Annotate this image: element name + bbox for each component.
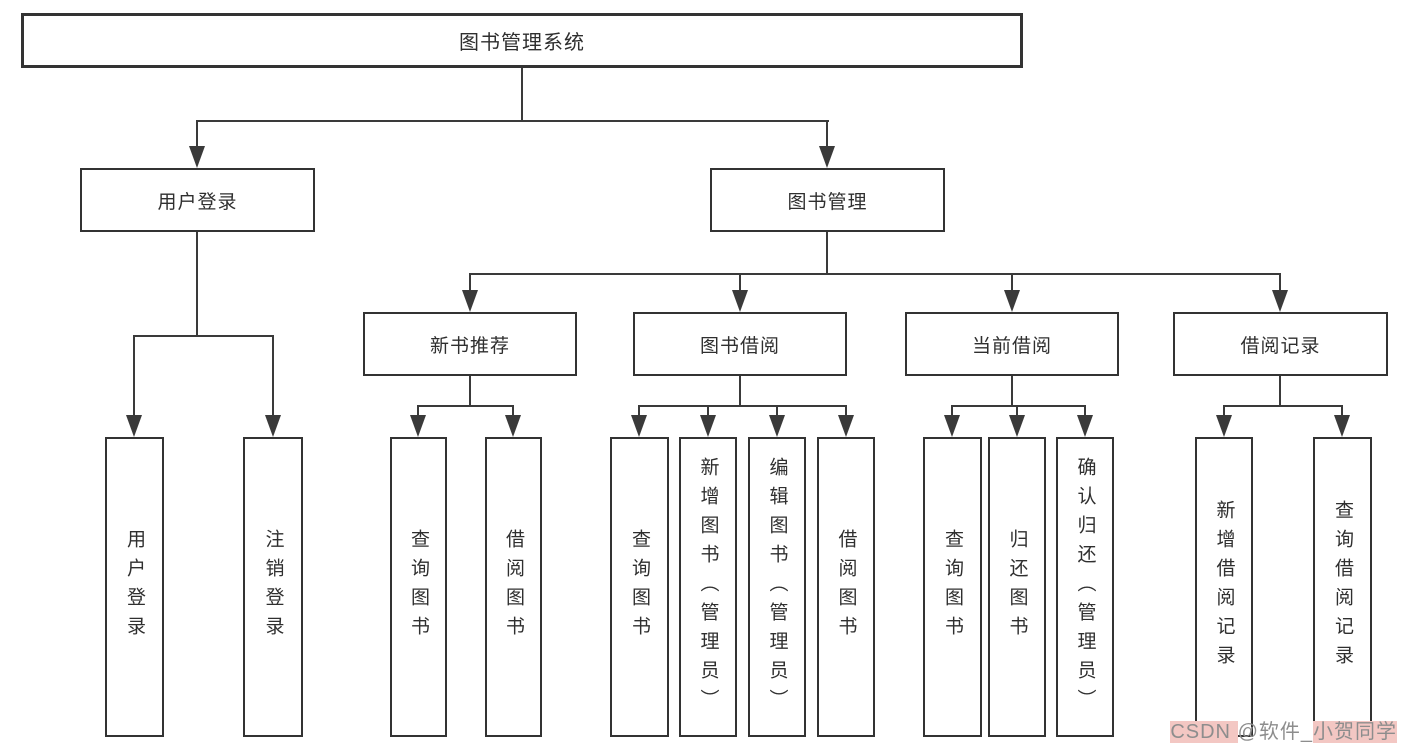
leaf-query-borrow-record-label: 查询借阅记录 <box>1332 500 1353 674</box>
connector <box>1011 376 1013 407</box>
connector <box>826 120 828 148</box>
arrow-down-icon <box>631 415 647 437</box>
connector <box>707 405 709 418</box>
arrow-down-icon <box>732 290 748 312</box>
connector <box>196 120 198 148</box>
leaf-confirm-return-admin-label: 确认归还（管理员） <box>1074 456 1096 718</box>
node-user-login-label: 用户登录 <box>157 191 238 213</box>
leaf-edit-books-admin-label: 编辑图书（管理员） <box>766 456 788 718</box>
connector <box>638 405 640 418</box>
arrow-down-icon <box>265 415 281 437</box>
leaf-query-books-borrowing-label: 查询图书 <box>629 529 650 645</box>
node-book-borrowing: 图书借阅 <box>633 312 847 376</box>
arrow-down-icon <box>189 146 205 168</box>
connector <box>776 405 778 418</box>
arrow-down-icon <box>1334 415 1350 437</box>
connector <box>469 376 471 407</box>
leaf-query-books-current: 查询图书 <box>923 437 982 737</box>
node-book-management-label: 图书管理 <box>787 191 868 213</box>
leaf-add-borrow-record-label: 新增借阅记录 <box>1213 500 1235 674</box>
connector <box>469 273 1281 275</box>
watermark-csdn: CSDN <box>1170 721 1238 743</box>
connector <box>1011 273 1013 292</box>
leaf-query-books-recommend-label: 查询图书 <box>408 529 429 645</box>
node-library-system: 图书管理系统 <box>21 13 1023 68</box>
connector <box>1223 405 1343 407</box>
connector <box>196 120 829 122</box>
node-book-borrowing-label: 图书借阅 <box>699 335 780 357</box>
leaf-query-books-current-label: 查询图书 <box>942 529 963 645</box>
connector <box>739 273 741 292</box>
node-borrowing-records-label: 借阅记录 <box>1240 335 1321 357</box>
connector <box>1279 273 1281 292</box>
arrow-down-icon <box>505 415 521 437</box>
connector <box>272 335 274 417</box>
leaf-return-books-label: 归还图书 <box>1006 529 1028 645</box>
arrow-down-icon <box>126 415 142 437</box>
node-library-system-label: 图书管理系统 <box>459 32 585 54</box>
node-current-borrowing-label: 当前借阅 <box>971 335 1052 357</box>
watermark-author: 小贺同学 <box>1313 721 1397 743</box>
leaf-user-login-label: 用户登录 <box>124 529 145 645</box>
arrow-down-icon <box>1077 415 1093 437</box>
arrow-down-icon <box>1009 415 1025 437</box>
arrow-down-icon <box>944 415 960 437</box>
connector <box>133 335 135 417</box>
arrow-down-icon <box>462 290 478 312</box>
leaf-query-books-borrowing: 查询图书 <box>610 437 669 737</box>
leaf-edit-books-admin: 编辑图书（管理员） <box>748 437 806 737</box>
leaf-query-borrow-record: 查询借阅记录 <box>1313 437 1372 737</box>
watermark: CSDN @软件_小贺同学 <box>1170 715 1397 744</box>
watermark-handle: @软件_ <box>1237 721 1313 743</box>
leaf-borrow-books-recommend: 借阅图书 <box>485 437 542 737</box>
node-current-borrowing: 当前借阅 <box>905 312 1119 376</box>
leaf-add-borrow-record: 新增借阅记录 <box>1195 437 1253 737</box>
connector <box>1016 405 1018 418</box>
node-new-book-recommend-label: 新书推荐 <box>429 335 510 357</box>
leaf-logout: 注销登录 <box>243 437 303 737</box>
leaf-borrow-books-label: 借阅图书 <box>835 529 857 645</box>
leaf-add-books-admin-label: 新增图书（管理员） <box>697 456 719 718</box>
arrow-down-icon <box>700 415 716 437</box>
leaf-borrow-books: 借阅图书 <box>817 437 875 737</box>
arrow-down-icon <box>1216 415 1232 437</box>
connector <box>638 405 847 407</box>
connector <box>469 273 471 292</box>
connector <box>951 405 1086 407</box>
connector <box>417 405 514 407</box>
arrow-down-icon <box>1272 290 1288 312</box>
arrow-down-icon <box>410 415 426 437</box>
connector <box>133 335 274 337</box>
arrow-down-icon <box>838 415 854 437</box>
leaf-confirm-return-admin: 确认归还（管理员） <box>1056 437 1114 737</box>
connector <box>845 405 847 418</box>
arrow-down-icon <box>819 146 835 168</box>
connector <box>826 232 828 275</box>
arrow-down-icon <box>1004 290 1020 312</box>
connector <box>521 68 523 122</box>
leaf-borrow-books-recommend-label: 借阅图书 <box>503 529 524 645</box>
connector <box>1084 405 1086 418</box>
leaf-query-books-recommend: 查询图书 <box>390 437 447 737</box>
arrow-down-icon <box>769 415 785 437</box>
node-new-book-recommend: 新书推荐 <box>363 312 577 376</box>
leaf-user-login: 用户登录 <box>105 437 164 737</box>
leaf-add-books-admin: 新增图书（管理员） <box>679 437 737 737</box>
leaf-logout-label: 注销登录 <box>262 529 284 645</box>
connector <box>739 376 741 407</box>
node-book-management: 图书管理 <box>710 168 945 232</box>
connector <box>196 232 198 337</box>
connector <box>1223 405 1225 418</box>
connector <box>951 405 953 418</box>
connector <box>1279 376 1281 407</box>
node-borrowing-records: 借阅记录 <box>1173 312 1388 376</box>
connector <box>512 405 514 418</box>
connector <box>1341 405 1343 418</box>
leaf-return-books: 归还图书 <box>988 437 1046 737</box>
node-user-login: 用户登录 <box>80 168 315 232</box>
connector <box>417 405 419 418</box>
